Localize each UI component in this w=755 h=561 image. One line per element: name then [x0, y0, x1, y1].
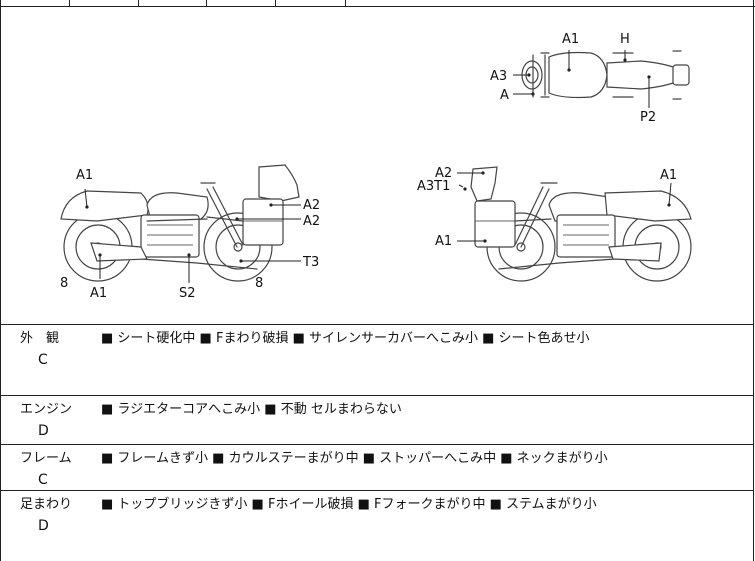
condition-row-engine: エンジン D ■ ラジエターコアへこみ小 ■ 不動 セルまわらない — [1, 396, 753, 445]
label-left-8-a: 8 — [60, 276, 68, 291]
row-grade: C — [38, 352, 48, 368]
label-top-h: H — [620, 32, 630, 47]
label-left-a2-b: A2 — [303, 214, 320, 229]
row-category: 足まわり — [20, 497, 73, 512]
motorcycle-top-view — [513, 50, 690, 108]
header-table-strip — [0, 0, 755, 7]
label-right-a1: A1 — [660, 168, 677, 183]
strip-divider — [69, 0, 70, 7]
strip-divider — [138, 0, 139, 7]
damage-diagram: A1 H A3 A P2 — [1, 7, 753, 325]
label-left-a2-a: A2 — [303, 198, 320, 213]
strip-divider — [345, 0, 346, 7]
label-left-s2: S2 — [179, 286, 196, 301]
row-grade: D — [38, 423, 49, 439]
row-category: エンジン — [20, 402, 73, 417]
label-left-8-b: 8 — [255, 276, 263, 291]
label-left-a1-bottom: A1 — [90, 286, 107, 301]
row-grade: D — [38, 518, 49, 534]
label-left-t3: T3 — [302, 255, 319, 270]
label-top-a3: A3 — [490, 69, 507, 84]
row-grade: C — [38, 472, 48, 488]
strip-divider — [275, 0, 276, 7]
motorcycle-diagram-svg: A1 H A3 A P2 — [60, 32, 692, 301]
condition-row-frame: フレーム C ■ フレームきず小 ■ カウルステーまがり中 ■ ストッパーへこみ… — [1, 445, 753, 491]
row-category: フレーム — [20, 451, 72, 466]
row-category: 外 観 — [20, 331, 60, 346]
strip-divider — [206, 0, 207, 7]
label-top-a1: A1 — [562, 32, 579, 47]
row-notes: ■ フレームきず小 ■ カウルステーまがり中 ■ ストッパーへこみ中 ■ ネック… — [101, 451, 608, 466]
row-notes: ■ トップブリッジきず小 ■ Fホイール破損 ■ Fフォークまがり中 ■ ステム… — [101, 497, 597, 512]
label-right-a3t1: A3T1 — [417, 179, 450, 194]
label-right-a2: A2 — [435, 166, 452, 181]
label-top-p2: P2 — [640, 110, 656, 125]
motorcycle-right-view — [457, 166, 692, 282]
condition-row-suspension: 足まわり D ■ トップブリッジきず小 ■ Fホイール破損 ■ Fフォークまがり… — [1, 491, 753, 561]
row-notes: ■ ラジエターコアへこみ小 ■ 不動 セルまわらない — [101, 402, 402, 417]
condition-row-exterior: 外 観 C ■ シート硬化中 ■ Fまわり破損 ■ サイレンサーカバーへこみ小 … — [1, 325, 753, 396]
motorcycle-left-view — [60, 164, 301, 283]
label-top-a: A — [500, 88, 509, 103]
label-right-a1-left: A1 — [435, 234, 452, 249]
row-notes: ■ シート硬化中 ■ Fまわり破損 ■ サイレンサーカバーへこみ小 ■ シート色… — [101, 331, 590, 346]
label-left-a1-top: A1 — [76, 168, 93, 183]
